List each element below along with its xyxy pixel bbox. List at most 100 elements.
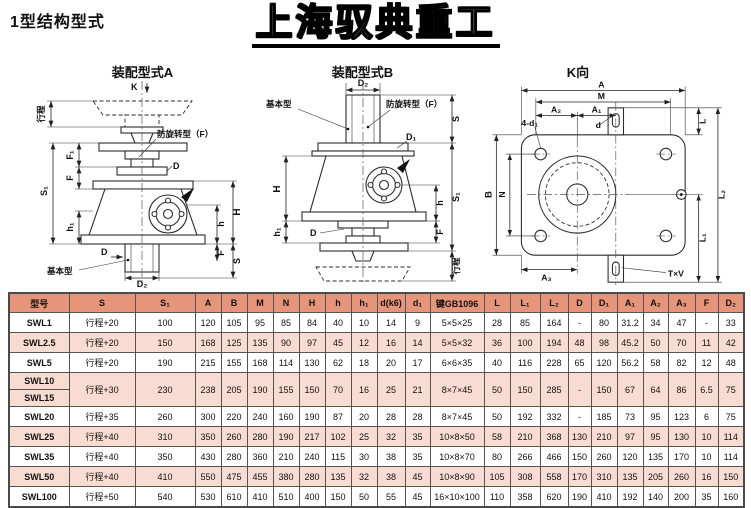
dim-label-l1: L₁ [697,233,707,242]
model-cell: SWL35 [8,446,70,467]
column-header: A₃ [667,292,696,313]
model-cell: SWL15 [8,389,70,407]
table-cell: 16 [376,332,406,353]
table-cell: 266 [509,446,541,467]
table-cell: 14 [404,332,431,353]
diagram-k-drawing: A M A₂ A₁ 4-d₁ d B N L L₁ L₂ A₃ T×V [484,80,727,286]
table-cell: 466 [539,446,569,467]
table-cell: 116 [509,352,541,373]
table-cell: 45 [404,486,431,508]
table-cell: 32 [350,466,378,487]
table-cell: 190 [134,352,196,373]
table-cell: 205 [220,372,248,407]
base-type-label: 基本型 [265,99,292,109]
dim-label-h1: h₁ [65,222,75,231]
table-cell: 135 [642,446,669,467]
dim-label-h-small: h [216,221,226,227]
column-header: B [220,292,248,313]
table-cell: 190 [298,406,326,427]
table-cell: 168 [246,352,274,373]
page-title: 1型结构型式 [10,14,105,31]
table-cell: 380 [272,466,300,487]
table-cell: 95 [642,406,669,427]
table-cell: 87 [324,406,352,427]
table-cell: 210 [509,426,541,447]
table-cell: 80 [590,312,618,333]
table-cell: 33 [717,312,745,333]
table-cell: 行程+40 [68,446,136,467]
table-cell: 14 [376,312,406,333]
table-cell: 35 [404,426,431,447]
table-cell: 228 [539,352,569,373]
table-cell: 40 [483,352,511,373]
table-cell: 75 [717,372,745,407]
table-cell: 332 [539,406,569,427]
table-cell: 114 [717,426,745,447]
table-cell: 行程+30 [68,372,136,407]
table-cell: 150 [590,372,618,407]
table-cell: 75 [717,406,745,427]
table-cell: 行程+40 [68,466,136,487]
table-cell: 260 [667,466,696,487]
table-cell: 10 [694,426,719,447]
table-cell: 400 [298,486,326,508]
table-cell: 310 [134,426,196,447]
table-cell: 260 [134,406,196,427]
table-cell: 150 [717,466,745,487]
table-cell: 160 [717,486,745,508]
dim-label-h-big: H [232,208,243,215]
table-cell: 120 [194,312,222,333]
table-cell: 285 [539,372,569,407]
table-cell: 64 [642,372,669,407]
table-cell: 100 [134,312,196,333]
table-cell: 150 [298,372,326,407]
dim-label-d-bottom: D [101,247,108,257]
table-cell: 40 [324,312,352,333]
table-cell: 350 [194,426,222,447]
table-cell: 12 [694,352,719,373]
dim-label-f-right: F [216,250,226,256]
dim-label-a1: A₁ [592,105,602,115]
k-view-dimensions [492,86,722,283]
table-cell: 185 [590,406,618,427]
table-cell: 45 [324,332,352,353]
model-cell: SWL25 [8,426,70,447]
table-cell: 130 [298,352,326,373]
table-cell: 28 [404,406,431,427]
table-cell: 350 [134,446,196,467]
table-cell: 95 [246,312,274,333]
table-cell: 行程+35 [68,406,136,427]
table-cell: 308 [509,466,541,487]
table-cell: 220 [220,406,248,427]
table-cell: 20 [350,406,378,427]
anti-rotation-label: 防旋转型（F） [386,99,442,109]
table-cell: - [567,372,592,407]
table-cell: 98 [590,332,618,353]
table-cell: 38 [376,446,406,467]
column-header: 型号 [8,292,70,313]
table-cell: 540 [134,486,196,508]
dim-label-f: F [435,229,445,235]
table-cell: 135 [324,466,352,487]
dim-label-s1: S₁ [39,186,49,196]
column-header: d₁ [404,292,431,313]
table-cell: 97 [298,332,326,353]
table-cell: 114 [717,446,745,467]
table-cell: 510 [272,486,300,508]
table-cell: 105 [483,466,511,487]
table-cell: 16 [350,372,378,407]
model-cell: SWL2.5 [8,332,70,353]
table-cell: 32 [376,426,406,447]
table-cell: 100 [509,332,541,353]
table-cell: 56.2 [616,352,644,373]
table-cell: 192 [509,406,541,427]
table-cell: 217 [298,426,326,447]
table-cell: 410 [246,486,274,508]
table-cell: 120 [616,446,644,467]
